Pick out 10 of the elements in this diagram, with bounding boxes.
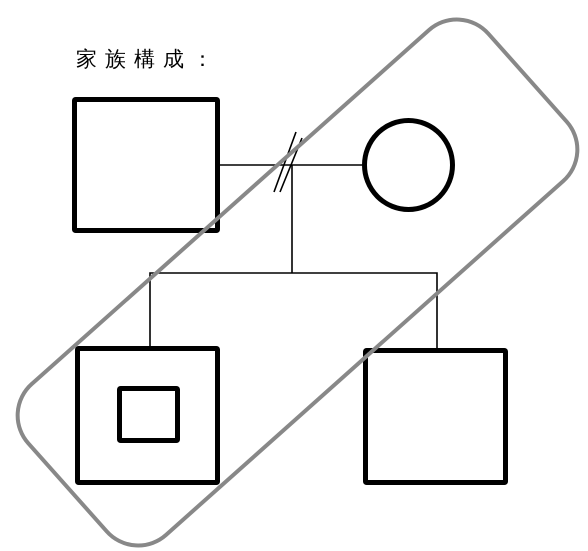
- square-symbol: [117, 386, 180, 443]
- child-line: [149, 272, 292, 346]
- circle-symbol: [362, 118, 455, 212]
- square-symbol: [75, 346, 220, 485]
- heading: 家族構成：: [76, 46, 221, 73]
- square-symbol: [363, 348, 508, 485]
- descent-line: [291, 165, 293, 273]
- partner-line: [220, 164, 362, 166]
- child-line: [292, 272, 438, 348]
- square-symbol: [72, 97, 220, 233]
